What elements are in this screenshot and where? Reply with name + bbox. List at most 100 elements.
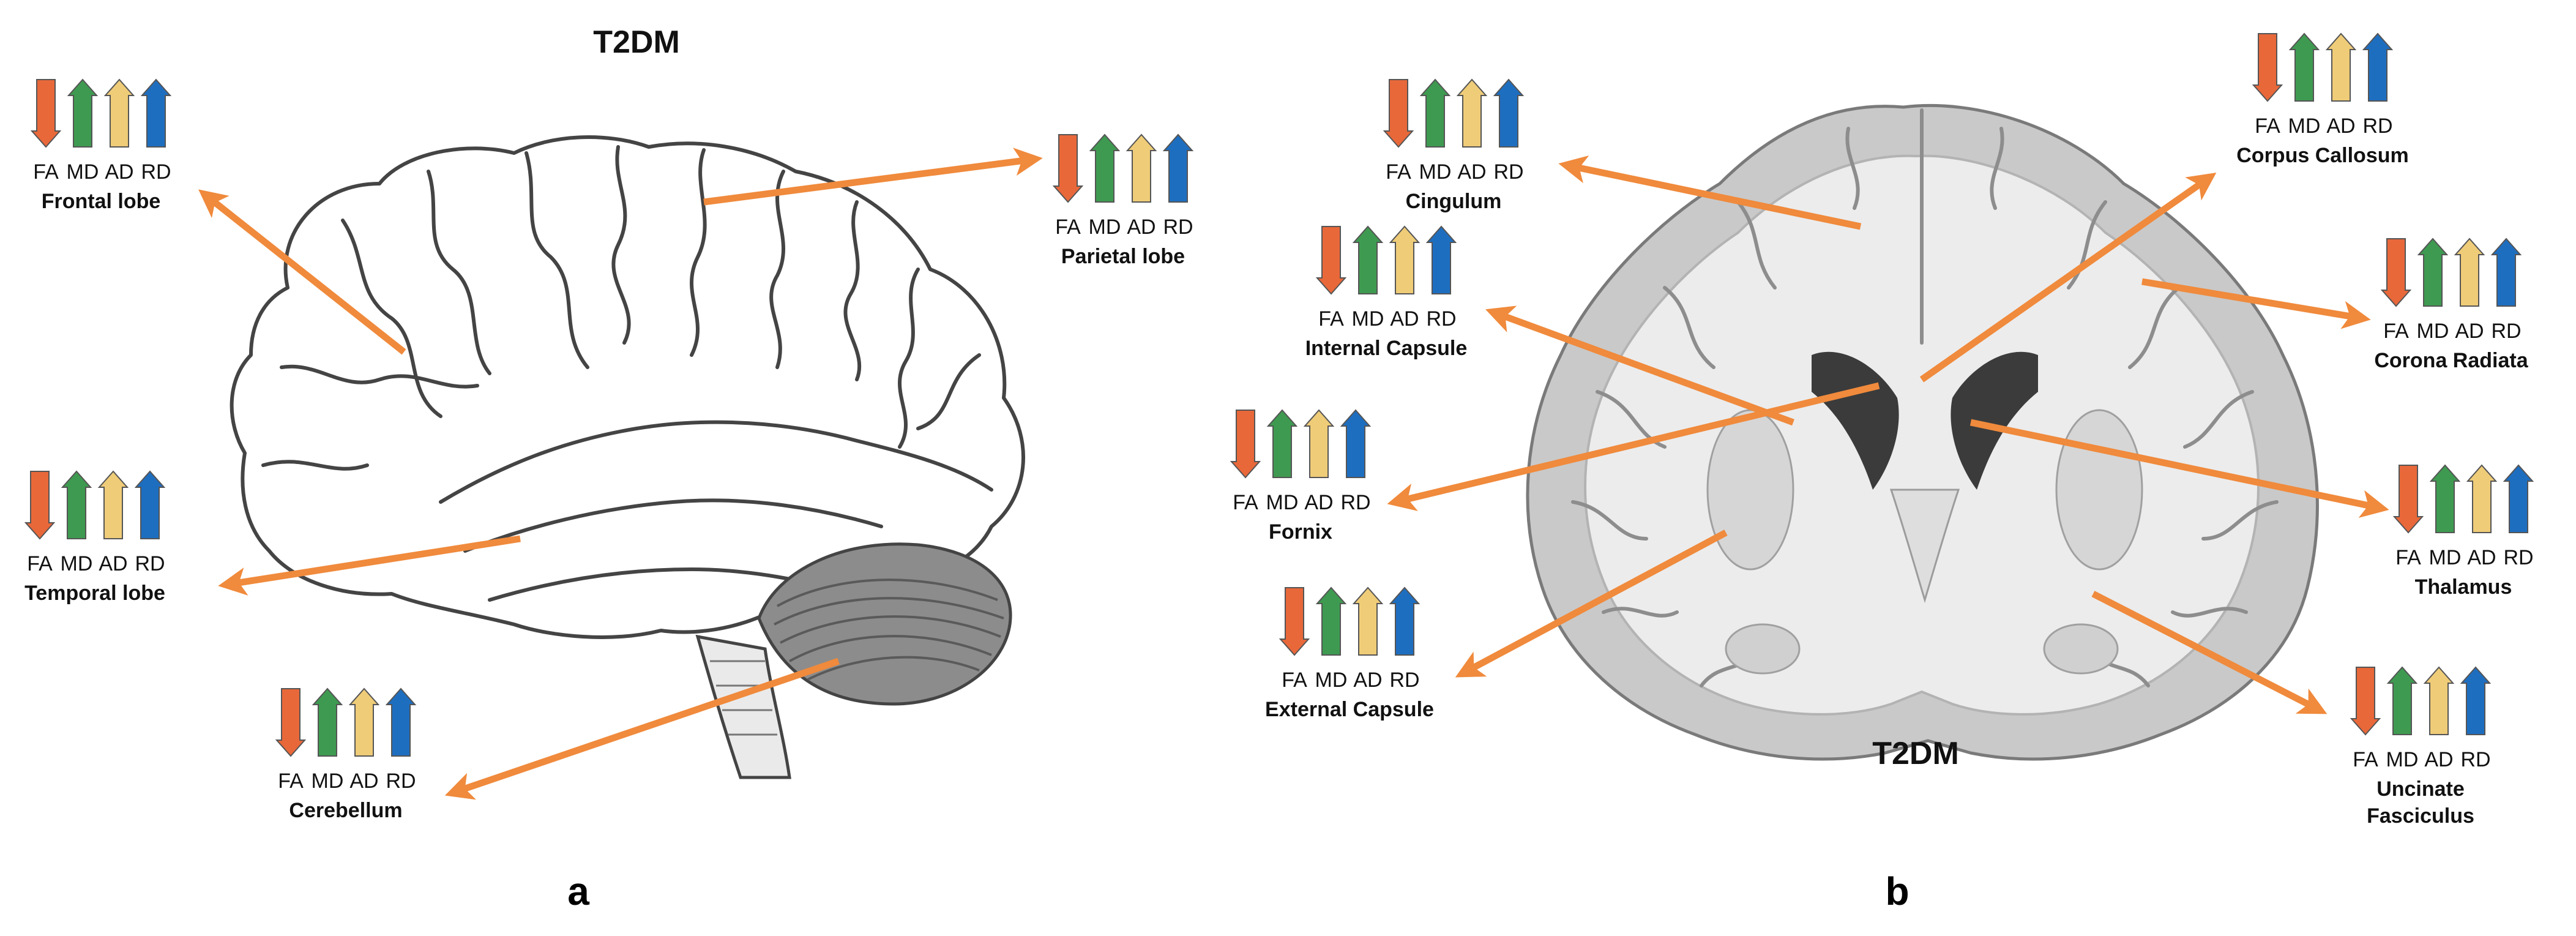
fa-label: FA bbox=[1318, 307, 1344, 331]
arrow-frontal-lobe bbox=[198, 189, 406, 355]
panel-b-pointer-arrows bbox=[1387, 155, 2389, 714]
md-label: MD bbox=[2417, 320, 2449, 343]
ad-up-arrow-icon bbox=[2325, 32, 2357, 102]
rd-up-arrow-icon bbox=[140, 78, 172, 148]
fa-label: FA bbox=[278, 769, 304, 793]
md-up-arrow-icon bbox=[312, 687, 343, 757]
region-label-internal-capsule: Internal Capsule bbox=[1305, 337, 1468, 360]
rd-label: RD bbox=[141, 160, 171, 184]
rd-label: RD bbox=[386, 769, 416, 793]
md-label: MD bbox=[312, 769, 344, 793]
ad-up-arrow-icon bbox=[103, 78, 135, 148]
rd-up-arrow-icon bbox=[1340, 409, 1372, 478]
fa-label: FA bbox=[1386, 160, 1411, 184]
rd-label: RD bbox=[135, 552, 165, 575]
rd-up-arrow-icon bbox=[1162, 133, 1194, 203]
md-label: MD bbox=[2288, 114, 2321, 138]
fa-down-arrow-icon bbox=[2252, 33, 2283, 102]
ad-label: AD bbox=[2326, 114, 2355, 138]
lateral-brain-illustration bbox=[230, 135, 1026, 639]
arrow-internal-capsule bbox=[1485, 305, 1794, 426]
ad-label: AD bbox=[1127, 215, 1155, 239]
md-up-arrow-icon bbox=[61, 470, 92, 539]
fa-label: FA bbox=[2383, 320, 2409, 343]
rd-up-arrow-icon bbox=[1425, 225, 1457, 294]
ad-label: AD bbox=[1353, 668, 1382, 692]
ad-up-arrow-icon bbox=[1389, 225, 1421, 294]
arrow-external-capsule bbox=[1455, 530, 1728, 678]
ad-label: AD bbox=[1304, 491, 1333, 514]
region-label-uncinate-fasciculus-line-2: Fasciculus bbox=[2367, 804, 2474, 828]
ad-label: AD bbox=[2467, 546, 2496, 569]
region-label-temporal-lobe: Temporal lobe bbox=[24, 582, 165, 605]
panel-b-title: T2DM bbox=[1872, 736, 1959, 771]
arrow-corona-radiata bbox=[2141, 278, 2371, 329]
fa-down-arrow-icon bbox=[1230, 410, 1261, 479]
region-label-frontal-lobe: Frontal lobe bbox=[42, 190, 161, 213]
rd-label: RD bbox=[1426, 307, 1456, 331]
region-label-uncinate-fasciculus-line-1: Uncinate bbox=[2376, 777, 2465, 801]
ad-up-arrow-icon bbox=[2423, 666, 2455, 735]
md-label: MD bbox=[61, 552, 93, 575]
ad-up-arrow-icon bbox=[97, 470, 129, 539]
fa-down-arrow-icon bbox=[1383, 79, 1414, 148]
ad-up-arrow-icon bbox=[2466, 464, 2498, 533]
md-up-arrow-icon bbox=[2417, 238, 2449, 307]
ad-label: AD bbox=[2424, 748, 2453, 771]
md-label: MD bbox=[67, 160, 99, 184]
panel-a-title: T2DM bbox=[593, 24, 680, 60]
fa-label: FA bbox=[1233, 491, 1258, 514]
fa-down-arrow-icon bbox=[30, 79, 62, 148]
md-up-arrow-icon bbox=[1419, 78, 1451, 148]
region-label-external-capsule: External Capsule bbox=[1265, 698, 1434, 721]
region-label-corona-radiata: Corona Radiata bbox=[2374, 349, 2528, 372]
md-label: MD bbox=[1315, 668, 1348, 692]
arrow-fornix bbox=[1387, 382, 1880, 511]
fa-label: FA bbox=[1055, 215, 1081, 239]
fa-label: FA bbox=[2395, 546, 2421, 569]
md-up-arrow-icon bbox=[2288, 32, 2320, 102]
md-label: MD bbox=[1266, 491, 1299, 514]
ad-up-arrow-icon bbox=[2454, 238, 2485, 307]
md-up-arrow-icon bbox=[1352, 225, 1384, 294]
ad-label: AD bbox=[2455, 320, 2484, 343]
region-label-thalamus: Thalamus bbox=[2415, 575, 2512, 599]
rd-label: RD bbox=[1389, 668, 1419, 692]
rd-up-arrow-icon bbox=[1493, 78, 1525, 148]
region-label-fornix: Fornix bbox=[1269, 520, 1332, 544]
fa-label: FA bbox=[2255, 114, 2280, 138]
arrow-thalamus bbox=[1969, 419, 2389, 518]
ad-label: AD bbox=[99, 552, 127, 575]
md-label: MD bbox=[1419, 160, 1452, 184]
rd-label: RD bbox=[1163, 215, 1193, 239]
arrow-parietal-lobe bbox=[703, 148, 1043, 206]
ad-up-arrow-icon bbox=[1352, 586, 1384, 656]
rd-label: RD bbox=[2362, 114, 2392, 138]
fa-label: FA bbox=[1282, 668, 1307, 692]
region-label-corpus-callosum: Corpus Callosum bbox=[2236, 144, 2408, 167]
rd-up-arrow-icon bbox=[1389, 586, 1421, 656]
ad-up-arrow-icon bbox=[348, 687, 380, 757]
fa-down-arrow-icon bbox=[275, 688, 307, 757]
coronal-section-illustration bbox=[1526, 103, 2319, 761]
md-up-arrow-icon bbox=[2386, 666, 2418, 735]
ad-up-arrow-icon bbox=[1456, 78, 1488, 148]
rd-up-arrow-icon bbox=[134, 470, 166, 539]
md-label: MD bbox=[1089, 215, 1121, 239]
ad-label: AD bbox=[1390, 307, 1419, 331]
region-label-parietal-lobe: Parietal lobe bbox=[1061, 245, 1185, 268]
arrow-uncinate-fasciculus bbox=[2091, 591, 2328, 714]
fa-down-arrow-icon bbox=[1315, 226, 1347, 295]
arrow-cingulum bbox=[1558, 155, 1862, 230]
md-label: MD bbox=[2386, 748, 2419, 771]
